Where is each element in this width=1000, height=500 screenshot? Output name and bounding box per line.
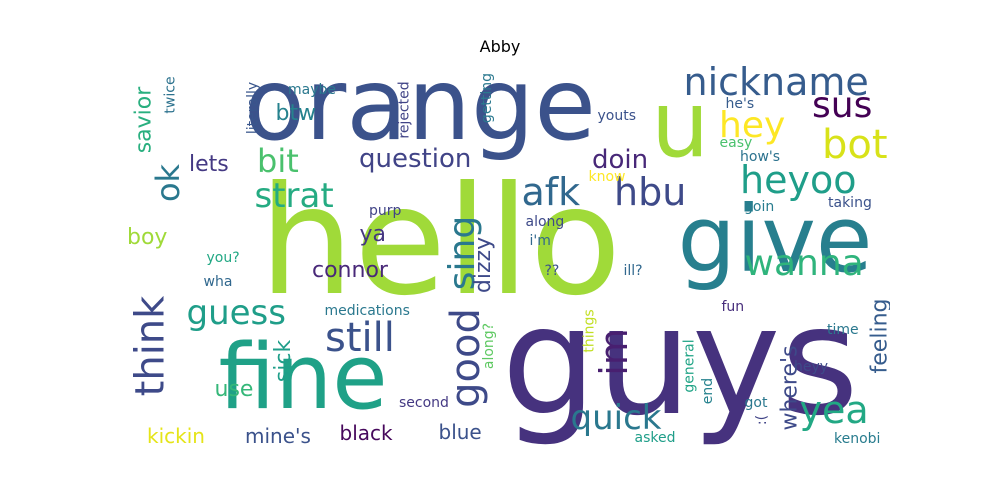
word-literally: literally (245, 81, 262, 135)
word-twice: twice (162, 76, 179, 114)
word-mine-s: mine's (245, 424, 311, 448)
word-black: black (339, 421, 393, 445)
word-frown: :( (754, 414, 771, 426)
word-qq: ?? (544, 263, 560, 279)
word-kickin: kickin (147, 424, 205, 448)
word-nickname: nickname (683, 62, 869, 104)
word-youts: youts (597, 108, 637, 124)
word-u: u (651, 71, 710, 178)
word-heyy: heyy (794, 359, 829, 375)
word-purp: purp (369, 203, 402, 219)
word-along: along (525, 214, 565, 230)
word-guys: guys (501, 275, 859, 448)
word-strat: strat (254, 176, 334, 216)
word-asked: asked (634, 430, 676, 446)
word-good: good (442, 308, 489, 408)
word-im: im (591, 328, 636, 376)
word-lets: lets (189, 152, 229, 177)
word-know: know (588, 169, 626, 185)
word-still: still (325, 315, 395, 361)
word-savior: savior (130, 86, 156, 154)
word-i-m: i'm (529, 233, 551, 249)
word-sus: sus (812, 85, 873, 126)
word-doin: doin (592, 145, 649, 175)
word-orange: orange (244, 62, 596, 163)
word-think: think (126, 295, 173, 397)
word-goin: goin (744, 199, 775, 215)
word-ill-q: ill? (623, 263, 643, 279)
word-maybe: maybe (288, 82, 337, 98)
word-general: general (681, 339, 698, 393)
word-bit: bit (257, 142, 299, 180)
word-end: end (700, 377, 717, 405)
word-question: question (359, 144, 472, 174)
word-yea: yea (799, 388, 869, 432)
word-wha: wha (203, 274, 233, 290)
word-guess: guess (186, 293, 286, 333)
word-hello: hello (259, 155, 622, 329)
word-use: use (214, 377, 254, 402)
word-blue: blue (438, 420, 482, 444)
word-wanna: wanna (744, 243, 864, 284)
word-things: things (581, 309, 598, 353)
word-ok: ok (149, 163, 188, 203)
word-taking: taking (828, 195, 872, 211)
word-btw: btw (275, 101, 317, 126)
word-dizzy: dizzy (471, 236, 497, 294)
word-boy: boy (127, 225, 168, 250)
word-easy: easy (719, 135, 753, 151)
word-getting: getting (479, 72, 496, 124)
word-quick: quick (570, 398, 662, 438)
word-you-q: you? (206, 250, 240, 266)
word-time: time (827, 322, 859, 338)
word-feeling: feeling (866, 298, 890, 374)
word-fun: fun (721, 299, 745, 315)
word-kenobi: kenobi (834, 431, 881, 447)
word-ya: ya (359, 222, 387, 247)
chart-title: Abby (479, 37, 521, 56)
word-afk: afk (521, 170, 581, 214)
word-fine: fine (218, 325, 388, 430)
word-sick: sick (271, 339, 297, 383)
word-give: give (677, 186, 873, 293)
word-medications: medications (324, 303, 410, 319)
word-hbu: hbu (614, 170, 687, 214)
word-along-q: along? (481, 322, 498, 370)
word-bot: bot (822, 122, 888, 168)
word-connor: connor (312, 258, 388, 283)
word-hey: hey (719, 105, 786, 146)
word-got: got (744, 395, 768, 411)
word-second: second (399, 395, 449, 411)
word-he-s: he's (725, 96, 755, 112)
word-rejected: rejected (396, 81, 413, 139)
word-heyoo: heyoo (740, 158, 857, 202)
word-how-s: how's (740, 149, 781, 165)
